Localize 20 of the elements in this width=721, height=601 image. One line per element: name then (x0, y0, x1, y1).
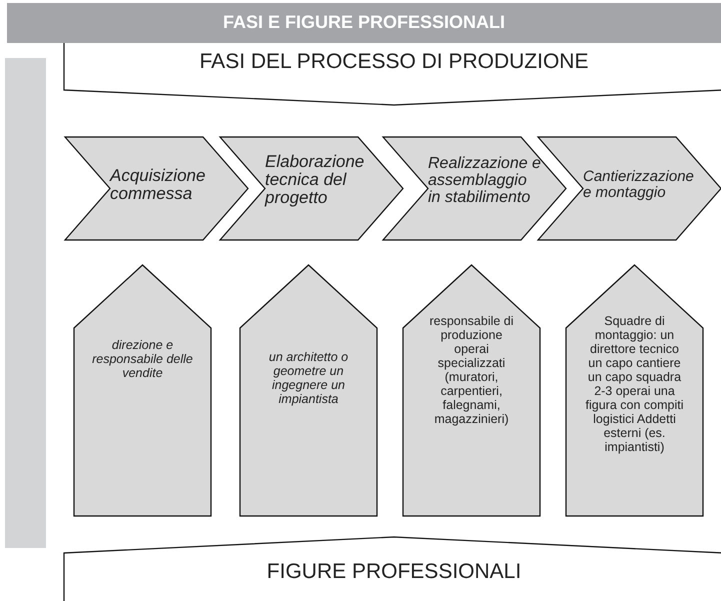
role-list: responsabile di produzione operai specializzati (muratori, carpentieri, falegnami, magazzinieri) (422, 314, 521, 426)
phase-step (65, 137, 248, 240)
phase-step (220, 137, 403, 240)
phase-label: Elaborazione tecnica del progetto (265, 153, 366, 207)
phase-label: Acquisizione commessa (110, 167, 206, 203)
phase-label: Realizzazione e assemblaggio in stabilimento (428, 155, 542, 206)
banner-label: FIGURE PROFESSIONALI (266, 561, 522, 583)
banner-shape (64, 537, 721, 601)
role-pentagon (566, 265, 703, 516)
role-pentagon (74, 265, 211, 516)
role-list: direzione e responsabile delle vendite (76, 338, 209, 380)
banner-label: FASI DEL PROCESSO DI PRODUZIONE (198, 51, 590, 73)
title: FASI E FIGURE PROFESSIONALI (222, 12, 506, 33)
phase-label: Cantierizzazione e montaggio (583, 169, 695, 201)
role-pentagon (403, 265, 540, 516)
phase-step (383, 137, 566, 240)
role-list: un architetto o geometre un ingegnere un impiantista (252, 350, 365, 406)
banner-shape (64, 43, 721, 105)
role-pentagon (240, 265, 377, 516)
role-list: Squadre di montaggio: un direttore tecnico un capo cantiere un capo squadra 2-3 operai una figura con compiti logistici Addetti esterni (es. impiantisti) (583, 314, 686, 454)
